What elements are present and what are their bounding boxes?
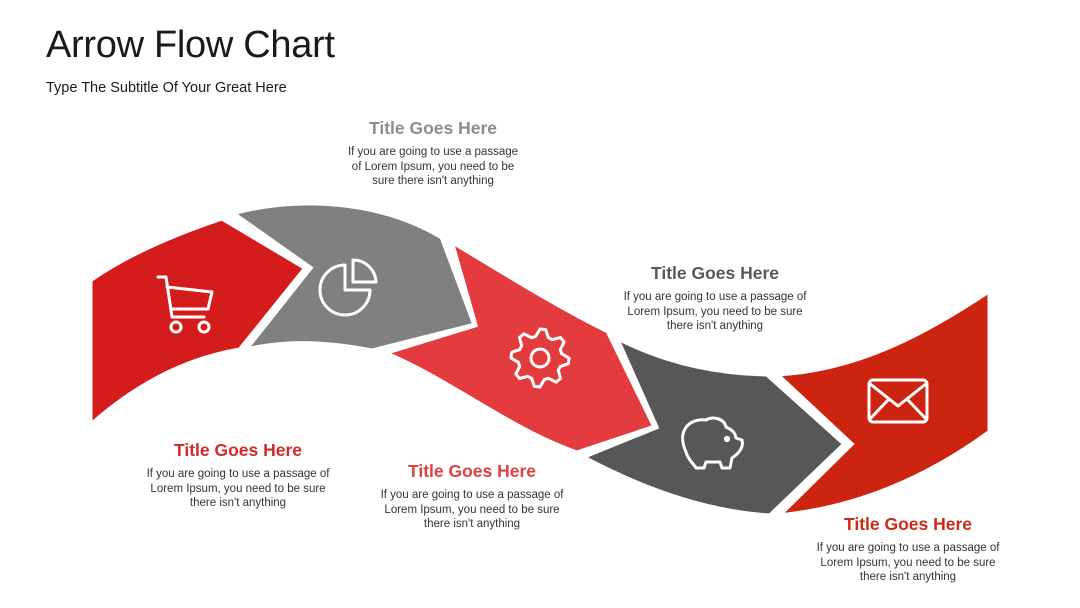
step-3-text: Title Goes Here If you are going to use …: [372, 461, 572, 532]
gear-hub: [529, 347, 551, 369]
flow-segment-4: [576, 331, 849, 519]
flow-segment-1: [87, 215, 310, 432]
pie-chart-icon: [318, 258, 378, 317]
step-5-body: If you are going to use a passage of Lor…: [816, 542, 1000, 583]
gear-icon: [509, 327, 571, 389]
step-5-title: Title Goes Here: [843, 514, 973, 534]
flow-segment-5: [769, 285, 993, 520]
page-subtitle: Type The Subtitle Of Your Great Here: [46, 80, 287, 96]
step-2-text: Title Goes Here If you are going to use …: [343, 118, 523, 189]
step-3-body: If you are going to use a passage of Lor…: [380, 489, 564, 530]
page-title: Arrow Flow Chart: [46, 24, 335, 66]
step-4-text: Title Goes Here If you are going to use …: [615, 263, 815, 334]
step-1-body: If you are going to use a passage of Lor…: [146, 468, 330, 509]
piggy-bank-icon: [681, 416, 744, 470]
step-4-title: Title Goes Here: [650, 263, 780, 283]
step-2-body: If you are going to use a passage of Lor…: [347, 146, 519, 187]
step-2-title: Title Goes Here: [368, 118, 498, 138]
step-5-text: Title Goes Here If you are going to use …: [808, 514, 1008, 585]
step-1-title: Title Goes Here: [173, 440, 303, 460]
envelope-icon: [867, 378, 929, 424]
step-4-body: If you are going to use a passage of Lor…: [623, 291, 807, 332]
step-3-title: Title Goes Here: [407, 461, 537, 481]
gear-outline: [509, 327, 571, 389]
step-1-text: Title Goes Here If you are going to use …: [138, 440, 338, 511]
shopping-cart-icon: [156, 275, 214, 334]
